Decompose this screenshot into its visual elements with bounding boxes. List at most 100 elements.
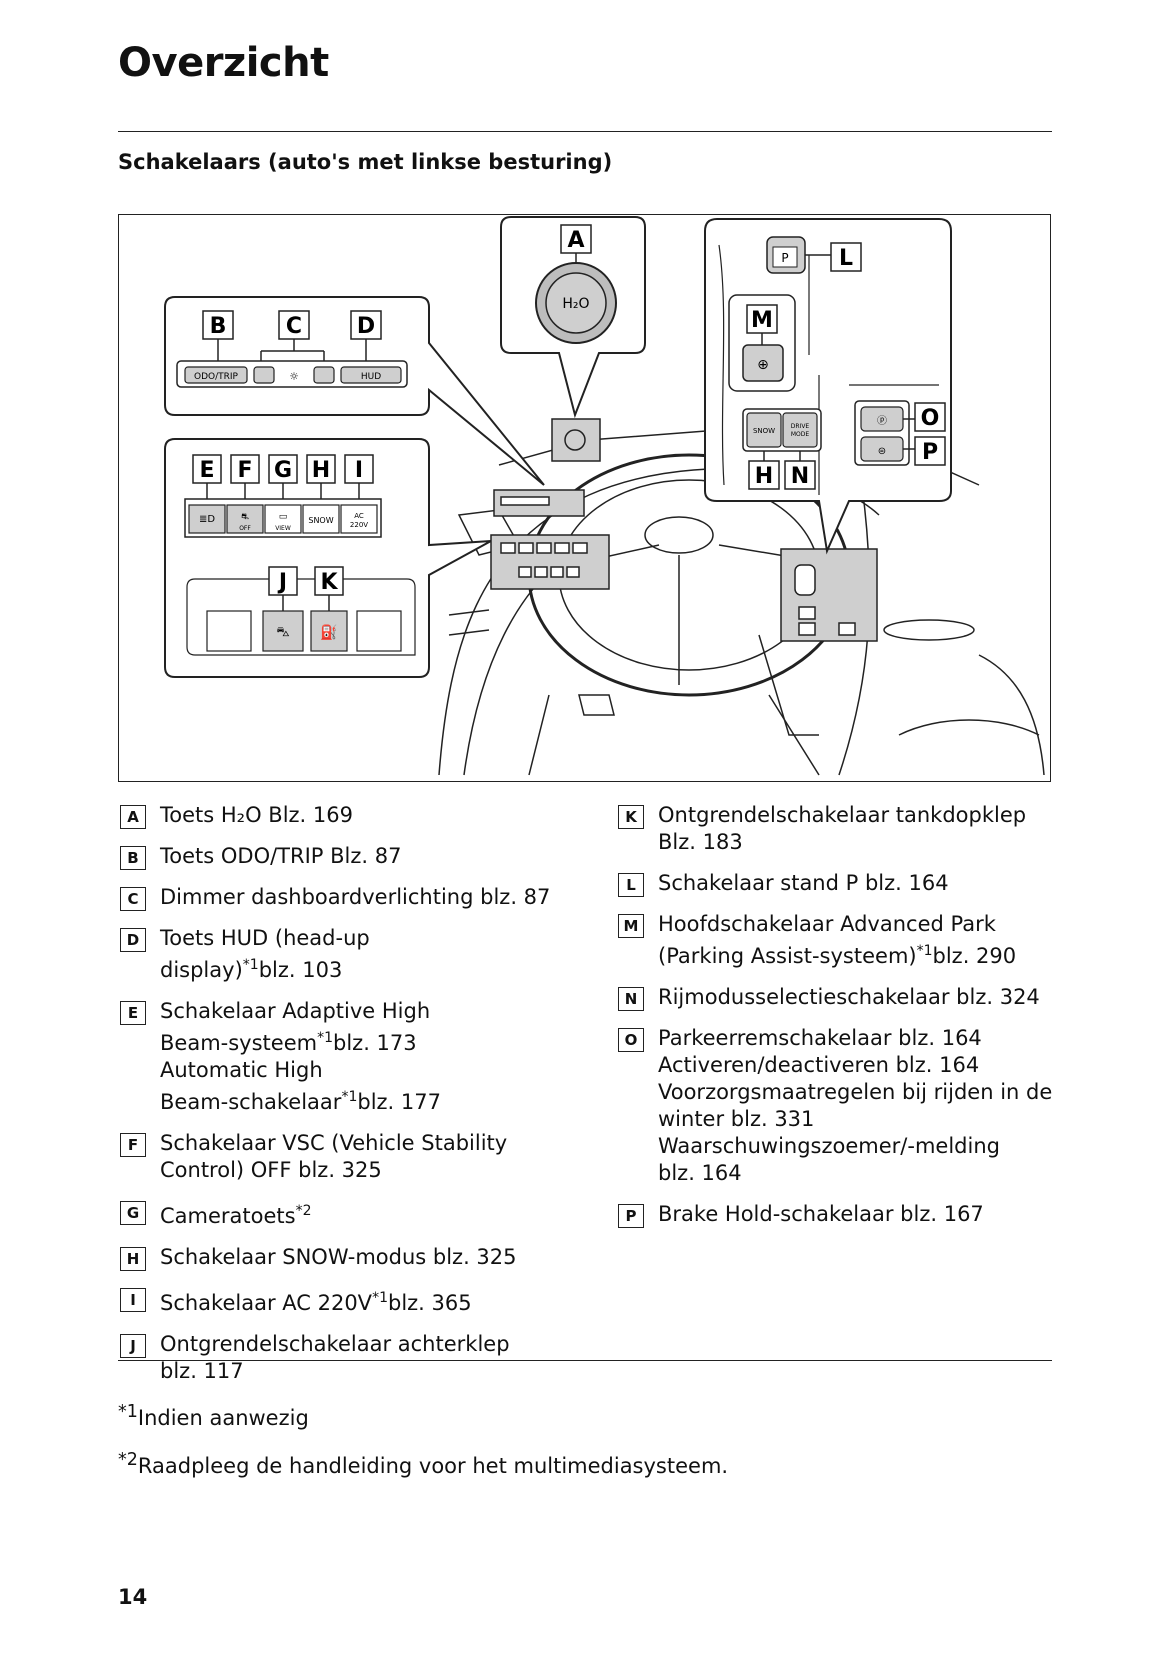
callout-p-label: P — [922, 440, 938, 465]
legend-key-badge: A — [120, 805, 146, 829]
callout-h2-label: H — [755, 464, 773, 489]
legend-text-line: Parkeerremschakelaar blz. 164 — [658, 1026, 982, 1050]
drive-mode-button — [782, 412, 818, 448]
footnote-2-text: Raadpleeg de handleiding voor het multim… — [137, 1454, 729, 1478]
legend-text-line: Dimmer dashboardverlichting blz. 87 — [160, 885, 551, 909]
legend-text-line: Automatic High — [160, 1058, 323, 1082]
fuel-icon: ⛽ — [320, 624, 337, 641]
page-title: Overzicht — [118, 40, 329, 86]
legend-key-badge: L — [618, 873, 644, 897]
legend-item-c: C Dimmer dashboardverlichting blz. 87 — [120, 884, 560, 911]
parking-brake-icon: ⓟ — [877, 415, 887, 427]
legend-text-line: Schakelaar VSC (Vehicle Stability — [160, 1131, 508, 1155]
legend-text-line: Schakelaar AC 220V*1blz. 365 — [160, 1290, 472, 1315]
legend-text-line: Cameratoets*2 — [160, 1203, 312, 1228]
legend-key-badge: H — [120, 1247, 146, 1271]
steering-wheel-icon: ⊕ — [757, 357, 769, 373]
drive-label: DRIVE — [791, 423, 810, 430]
legend-text-line: Rijmodusselectieschakelaar blz. 324 — [658, 985, 1040, 1009]
legend-text-line: Control) OFF blz. 325 — [160, 1158, 382, 1182]
footnote-1: *1Indien aanwezig — [118, 1398, 728, 1432]
legend-key-badge: M — [618, 914, 644, 938]
legend-text-line: Voorzorgsmaatregelen bij rijden in de — [658, 1080, 1053, 1104]
camera-button — [264, 504, 302, 534]
car-trunk-icon: ⛍ — [276, 625, 289, 640]
callout-m-label: M — [751, 308, 773, 333]
mode-label: MODE — [791, 431, 810, 438]
dimmer-icon: ☼ — [289, 370, 299, 383]
legend-key-badge: D — [120, 928, 146, 952]
h2o-label: H₂O — [562, 296, 589, 312]
legend-item-g: G Cameratoets*2 — [120, 1198, 560, 1230]
fuel-door-button — [310, 610, 348, 652]
bottom-rule — [118, 1360, 1052, 1361]
section-subtitle: Schakelaars (auto's met linkse besturing… — [118, 150, 613, 174]
legend-key-badge: E — [120, 1001, 146, 1025]
legend-key-badge: C — [120, 887, 146, 911]
legend-text-line: Waarschuwingszoemer/-melding — [658, 1134, 1000, 1158]
footnote-1-mark: *1 — [118, 1402, 138, 1422]
callout-e-label: E — [199, 458, 214, 483]
footnote-1-text: Indien aanwezig — [137, 1406, 309, 1430]
vsc-off-button — [226, 504, 264, 534]
callout-c-label: C — [286, 314, 302, 339]
snow-small-label: SNOW — [308, 516, 333, 525]
legend-key-badge: F — [120, 1133, 146, 1157]
top-rule — [118, 131, 1052, 132]
vsc-off-label: OFF — [239, 525, 251, 532]
camera-icon: ▭ — [279, 512, 288, 522]
callout-j-label: J — [277, 570, 287, 595]
snow-mode-button — [746, 412, 782, 448]
odo-trip-button — [184, 366, 248, 384]
legend-item-a: A Toets H₂O Blz. 169 — [120, 802, 560, 829]
view-label: VIEW — [275, 525, 291, 532]
footnote-2-mark: *2 — [118, 1450, 138, 1470]
legend-text-line: Schakelaar SNOW-modus blz. 325 — [160, 1245, 517, 1269]
legend-key-badge: J — [120, 1334, 146, 1358]
legend-text-line: Ontgrendelschakelaar tankdopklep — [658, 803, 1027, 827]
brake-hold-icon: ⊜ — [878, 446, 886, 457]
high-beam-button — [188, 504, 226, 534]
legend-text-line: Schakelaar Adaptive High — [160, 999, 431, 1023]
dimmer-down-button — [253, 366, 275, 384]
legend-text-line: display)*1blz. 103 — [160, 957, 343, 982]
dashboard-illustration: A H₂O B C D ODO/TRIP ☼ HUD — [164, 216, 1045, 776]
legend-item-h: H Schakelaar SNOW-modus blz. 325 — [120, 1244, 560, 1271]
legend-text-line: Toets H₂O Blz. 169 — [160, 803, 353, 827]
callout-k-label: K — [320, 570, 338, 595]
legend-text-line: winter blz. 331 — [658, 1107, 815, 1131]
legend-text-line: Toets HUD (head-up — [160, 926, 370, 950]
snow-mode-label: SNOW — [753, 427, 775, 435]
legend-key-badge: B — [120, 846, 146, 870]
footnote-2: *2Raadpleeg de handleiding voor het mult… — [118, 1446, 728, 1480]
legend-key-badge: K — [618, 805, 644, 829]
callout-l-label: L — [839, 246, 853, 271]
park-label: P — [781, 251, 788, 265]
legend-key-badge: P — [618, 1204, 644, 1228]
callout-d-label: D — [357, 314, 375, 339]
callout-a-box — [560, 224, 592, 254]
legend-text-line: Blz. 183 — [658, 830, 743, 854]
legend-text-line: blz. 117 — [160, 1359, 244, 1383]
callout-b-label: B — [210, 314, 227, 339]
dimmer-up-button — [313, 366, 335, 384]
legend-text-line: Brake Hold-schakelaar blz. 167 — [658, 1202, 984, 1226]
high-beam-icon: ≣D — [199, 514, 215, 525]
legend-text-line: Ontgrendelschakelaar achterklep — [160, 1332, 510, 1356]
legend-text-line: Hoofdschakelaar Advanced Park — [658, 912, 996, 936]
legend-key-badge: I — [120, 1288, 146, 1312]
callout-n-label: N — [791, 464, 809, 489]
tailgate-button — [262, 610, 304, 652]
legend-key-badge: O — [618, 1028, 644, 1052]
legend-key-badge: G — [120, 1201, 146, 1225]
hud-label: HUD — [361, 372, 381, 382]
